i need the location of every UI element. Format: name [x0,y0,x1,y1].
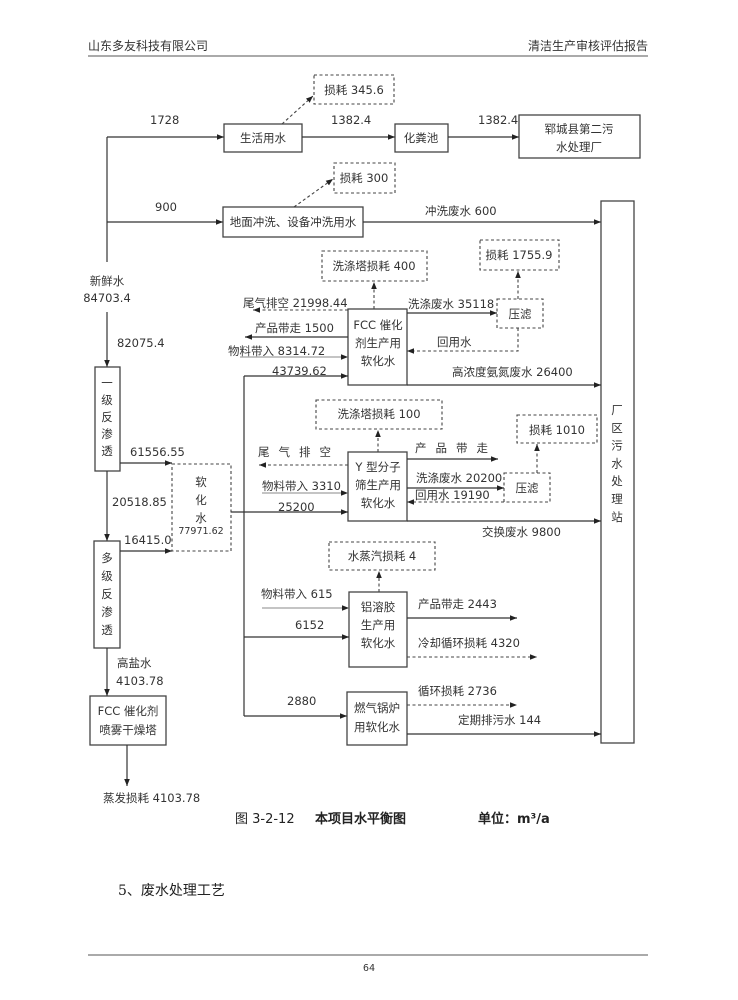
flow-fcc-tail-gas-label: 尾气排空 21998.44 [243,296,348,310]
loss-floor-wash-box [333,162,396,194]
page-number: 64 [363,963,375,974]
flow-high-salt-value: 4103.78 [116,674,164,688]
node-fcc-softwater-line1: FCC 催化 [353,318,403,332]
node-alsol-softwater-line3: 软化水 [361,636,396,650]
node-septic-tank [394,123,449,153]
loss-floor-wash-arrow [293,178,334,208]
node-fcc-spray-dryer-line2: 喷雾干燥塔 [99,723,157,737]
flow-boiler-blowdown-label: 定期排污水 144 [458,713,541,727]
flow-al-cooling-loss-label: 冷却循环损耗 4320 [418,636,520,650]
node-alsol-softwater-line2: 生产用 [361,618,396,632]
node-softened-water-label: 软化水 [195,475,207,525]
flow-y-reuse-label: 回用水 19190 [415,488,490,502]
node-septic-tank-label: 化粪池 [404,131,439,145]
node-domestic-water-label: 生活用水 [240,131,286,145]
node-filter-press-1 [496,298,544,329]
node-filter-press-1-label: 压滤 [509,307,532,321]
flow-al-material-in-label: 物料带入 615 [261,587,333,601]
flow-domestic-to-septic-label: 1382.4 [331,113,371,127]
node-boiler-softwater [346,691,408,746]
node-plant-wwtp [600,200,635,744]
node-floor-wash [222,206,364,238]
node-fcc-softwater-line2: 剂生产用 [355,336,401,350]
flow-y-product-out-label: 产品带走 [415,441,497,455]
node-county-wwtp [518,114,641,159]
loss-ysieve-scrubber-label: 洗涤塔损耗 100 [337,407,420,421]
loss-domestic-label: 损耗 345.6 [324,83,384,97]
fresh-water-label: 新鲜水 [90,274,125,288]
flow-al-product-out-label: 产品带走 2443 [418,597,497,611]
node-boiler-softwater-line2: 用软化水 [354,720,400,734]
loss-fcc-scrubber-box [321,250,428,282]
flow-fcc-ammonia-wastewater-label: 高浓度氨氮废水 26400 [452,365,573,379]
flow-y-tail-gas-label: 尾气排空 [258,445,340,459]
flow-evaporation-loss-label: 蒸发损耗 4103.78 [103,791,200,805]
node-boiler-softwater-line1: 燃气锅炉 [354,701,400,715]
node-ysieve-softwater-line1: Y 型分子 [354,460,400,474]
flow-soft-to-boiler-label: 2880 [287,694,316,708]
flow-ro-primary-to-multi-label: 20518.85 [112,495,167,509]
node-county-wwtp-line2: 水处理厂 [556,140,602,154]
loss-ysieve-scrubber-box [315,399,443,430]
flow-ro-primary-to-soft-label: 61556.55 [130,445,185,459]
caption-unit: 单位：m³/a [478,811,550,827]
section-heading: 5、废水处理工艺 [118,883,225,899]
flow-fcc-product-out-label: 产品带走 1500 [255,321,334,335]
node-ro-primary-label: 一级反渗透 [101,376,113,458]
flow-y-material-in-label: 物料带入 3310 [262,479,341,493]
flow-y-scrub-wastewater-label: 洗涤废水 20200 [416,471,502,485]
loss-press-1-label: 损耗 1755.9 [486,248,553,262]
flow-fcc-reuse-label: 回用水 [437,335,472,349]
flow-septic-to-county-label: 1382.4 [478,113,518,127]
loss-press-2-box [516,414,598,444]
loss-domestic-arrow [281,95,314,125]
loss-domestic-box [313,74,395,105]
flow-fcc-scrub-wastewater-label: 洗涤废水 35118 [408,297,494,311]
node-domestic-water [223,123,303,153]
node-alsol-softwater-line1: 铝溶胶 [361,600,396,614]
loss-fcc-scrubber-label: 洗涤塔损耗 400 [332,259,415,273]
flow-soft-to-y-label: 25200 [278,500,315,514]
loss-press-2-label: 损耗 1010 [529,423,585,437]
header-report-title: 清洁生产审核评估报告 [528,38,648,53]
flow-fcc-material-in-label: 物料带入 8314.72 [228,344,325,358]
node-county-wwtp-line1: 郓城县第二污 [545,122,614,136]
node-softened-water [171,463,232,552]
flow-ro-multi-to-soft-label: 16415.07 [124,533,179,547]
loss-alsol-steam-box [328,541,436,571]
flow-fcc-reuse [407,328,519,354]
node-fcc-softwater [347,308,408,386]
flow-high-salt-label: 高盐水 [117,656,152,670]
node-ysieve-softwater-line2: 筛生产用 [355,478,401,492]
node-fcc-spray-dryer-line1: FCC 催化剂 [98,704,159,718]
flow-to-domestic-label: 1728 [150,113,179,127]
node-ro-multistage [93,540,121,649]
node-fcc-softwater-line3: 软化水 [361,354,396,368]
node-alsol-softwater [348,591,408,668]
flow-soft-to-al-label: 6152 [295,618,324,632]
loss-press-1-box [479,239,560,271]
loss-alsol-steam-label: 水蒸汽损耗 4 [348,549,416,563]
caption-title: 本项目水平衡图 [315,811,406,827]
node-ysieve-softwater-line3: 软化水 [361,496,396,510]
node-fcc-spray-dryer [89,695,167,746]
flow-soft-to-fcc-label: 43739.62 [272,364,327,378]
node-ysieve-softwater [347,451,408,522]
node-plant-wwtp-label: 厂区污水处理站 [611,403,623,524]
flow-y-exchange-wastewater-label: 交换废水 9800 [482,525,561,539]
loss-floor-wash-label: 损耗 300 [340,171,389,185]
fresh-water-value: 84703.4 [83,291,131,305]
header-company: 山东多友科技有限公司 [88,39,208,53]
node-filter-press-2-label: 压滤 [516,481,539,495]
flow-floor-wash-wastewater-label: 冲洗废水 600 [425,204,497,218]
node-softened-water-value: 77971.62 [178,526,223,537]
node-floor-wash-label: 地面冲洗、设备冲洗用水 [230,215,357,229]
flow-to-floor-wash-label: 900 [155,200,177,214]
caption-figure-number: 图 3-2-12 [235,812,295,827]
node-ro-multistage-label: 多级反渗透 [101,551,113,637]
flow-to-ro-primary-label: 82075.4 [117,336,165,350]
flow-boiler-cycle-loss-label: 循环损耗 2736 [418,684,497,698]
node-filter-press-2 [503,472,551,503]
